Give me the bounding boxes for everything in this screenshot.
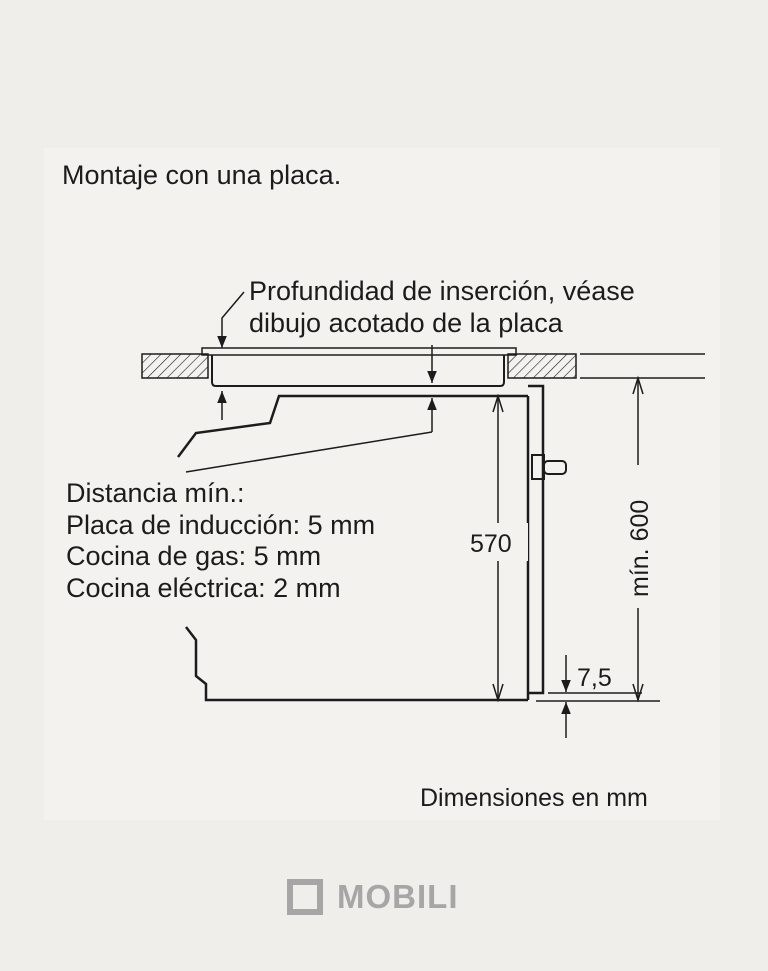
brand-square-icon <box>287 879 323 915</box>
dimension-570-arrow-top <box>492 393 504 413</box>
distance-item-electric: Cocina eléctrica: 2 mm <box>66 572 341 603</box>
depth-note-line-1: Profundidad de inserción, véase <box>249 276 635 306</box>
knob-icon <box>531 454 567 480</box>
distance-item-induction: Placa de inducción: 5 mm <box>66 509 376 540</box>
diagram-panel <box>44 148 720 820</box>
diagram-title: Montaje con una placa. <box>62 160 342 190</box>
depth-note-line-2: dibujo acotado de la placa <box>249 308 563 338</box>
distance-heading: Distancia mín.: <box>66 478 245 508</box>
oven-door <box>528 384 545 695</box>
dimension-7-5-label: 7,5 <box>577 664 612 692</box>
distance-block: Distancia mín.: Placa de inducción: 5 mm… <box>66 478 375 604</box>
hob <box>201 347 517 387</box>
dimension-570-label: 570 <box>470 530 512 558</box>
depth-note: Profundidad de inserción, véase dibujo a… <box>249 275 635 339</box>
brand-logo: MOBILI <box>287 878 459 915</box>
oven-top-outline <box>177 394 528 458</box>
distance-item-gas: Cocina de gas: 5 mm <box>66 541 322 571</box>
footer-note: Dimensiones en mm <box>420 784 648 812</box>
worktop-left <box>141 353 209 379</box>
depth-note-leader <box>217 291 245 348</box>
dimension-600-arrow-bottom <box>632 683 644 703</box>
dimension-600-label: mín. 600 <box>626 500 654 597</box>
dimension-600-arrow-top <box>632 375 644 395</box>
worktop-right <box>507 353 577 379</box>
brand-name: MOBILI <box>337 878 459 915</box>
oven-bottom-outline <box>185 626 528 702</box>
dimension-570-arrow-bottom <box>492 683 504 703</box>
min-distance-leader <box>185 431 433 473</box>
